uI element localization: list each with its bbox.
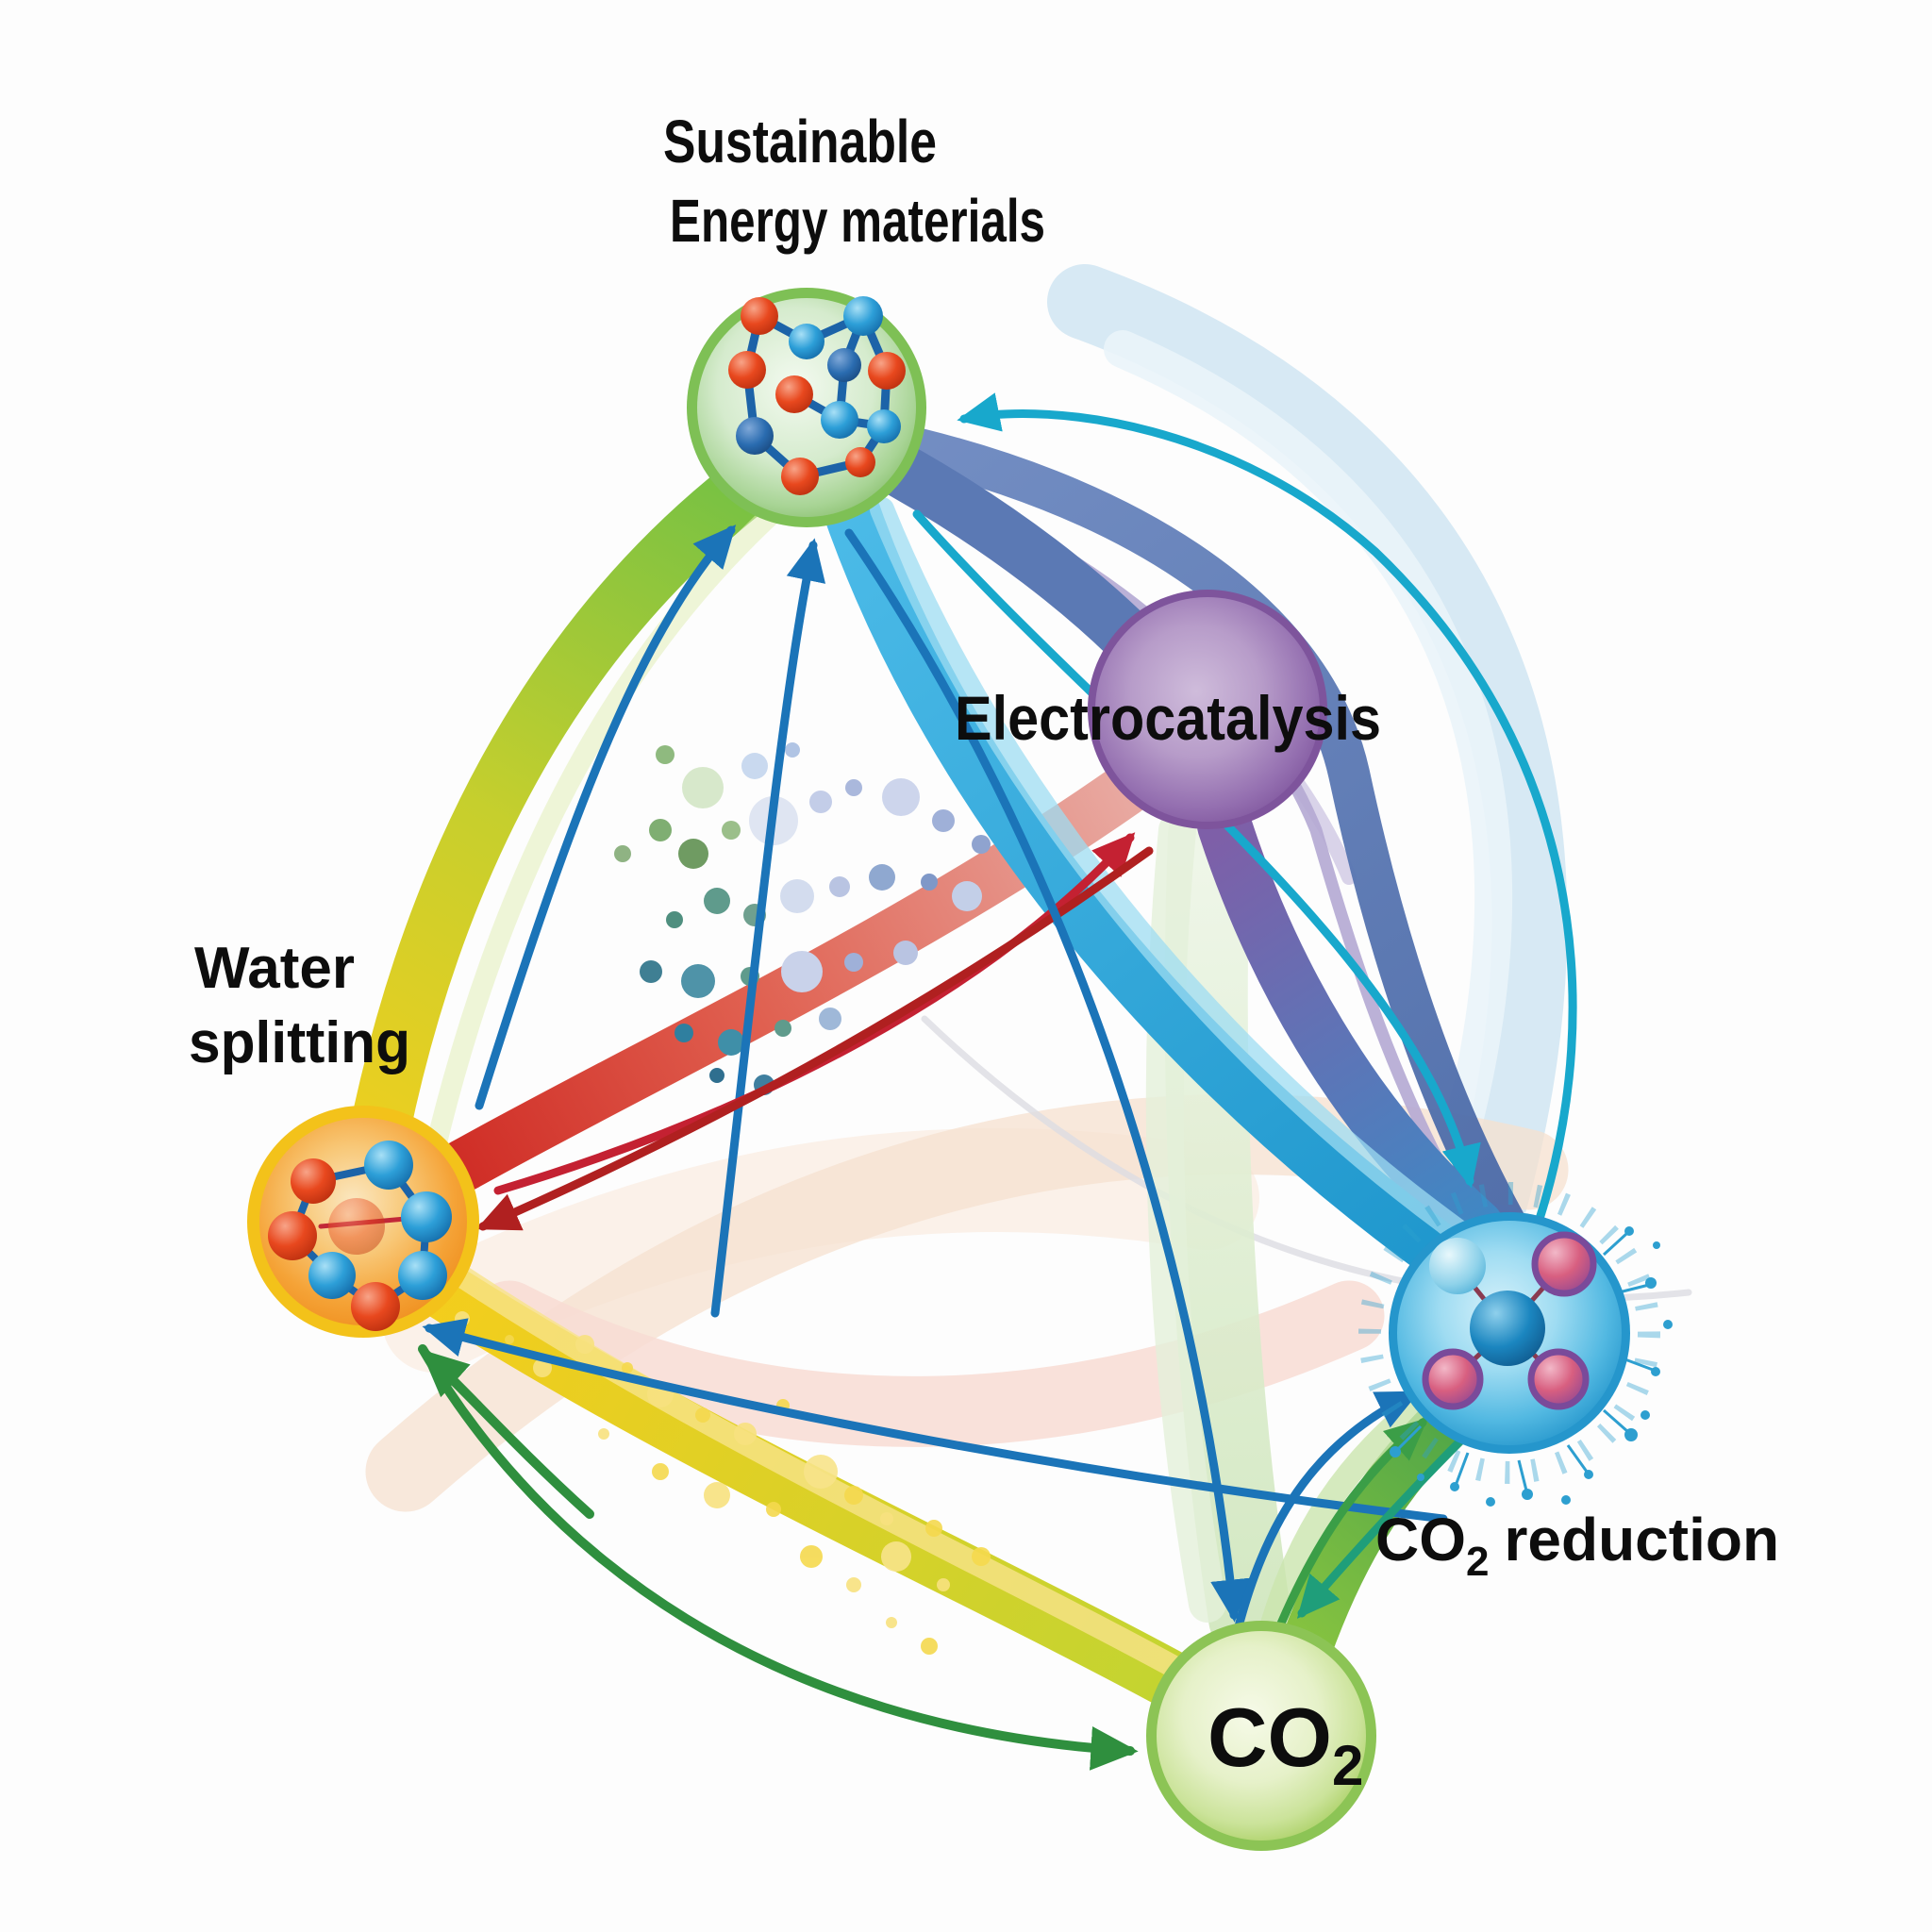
label-co2-reduction-formula: CO [1375,1506,1466,1574]
label-co2-reduction: CO2 reduction [1375,1506,1779,1585]
molecule-tetrahedron-icon [1422,1231,1597,1410]
dendrite-dots [1390,1226,1673,1507]
edge-electro-co2-pale [1164,793,1291,1659]
arrow-materials-to-co2 [844,528,1251,1623]
molecule-ring-icon [268,1141,452,1331]
label-water-line2: splitting [189,1010,410,1075]
edge-water-co2-highlight [432,1253,1191,1681]
label-co2-reduction-subscript: 2 [1466,1539,1489,1585]
node-fill [1157,1631,1366,1840]
label-sustainable-line1: Sustainable [663,108,937,175]
edge-materials-water-highlight [419,454,841,1185]
scatter-dots-cluster [614,742,991,1095]
label-co2-subscript: 2 [1332,1734,1363,1797]
label-sustainable-line2: Energy materials [670,187,1045,255]
edge-materials-co2red-cyan [819,470,1472,1283]
yellow-speckles [455,1311,991,1655]
label-co2-formula: CO [1208,1690,1332,1784]
arrow-co2-to-co2red-blue [1233,1390,1421,1635]
arrow-co2-to-co2red-green [1267,1417,1428,1651]
label-electrocatalysis: Electrocatalysis [955,683,1381,753]
node-sustainable-energy-materials [687,288,926,527]
sphere-icon [1095,597,1320,822]
node-co2-reduction [1358,1182,1673,1507]
arrow-electro-to-water [475,846,1154,1231]
node-co2 [1146,1621,1376,1851]
arrow-materials-to-co2red [912,509,1481,1189]
arc-blue-right-inner [1104,330,1513,1165]
arc-blue-right [1047,264,1568,1236]
arrow-co2-to-water-arc [420,1349,594,1519]
edge-water-co2 [395,1249,1213,1716]
arrow-water-to-materials-2 [475,525,737,1110]
dendrite-halo [1358,1182,1660,1484]
label-water-line1: Water [194,936,355,1001]
edge-electro-co2-pale2 [1145,811,1226,1623]
edge-electro-co2red [1197,798,1504,1254]
labels: Sustainable Energy materials Electrocata… [189,108,1779,1797]
arrow-water-to-materials [710,538,826,1318]
arrow-co2red-to-materials [957,392,1577,1224]
node-electrocatalysis [1088,590,1327,829]
label-co2-node: CO2 [1208,1690,1363,1797]
node-water-splitting [247,1106,479,1338]
molecule-ring-icon [728,296,906,495]
label-co2-reduction-rest: reduction [1504,1506,1779,1574]
arrow-water-to-co2-arc [418,1344,1139,1771]
thin-arrows [418,392,1577,1771]
edge-materials-co2red-outer [866,421,1525,1242]
nodes [247,288,1673,1851]
